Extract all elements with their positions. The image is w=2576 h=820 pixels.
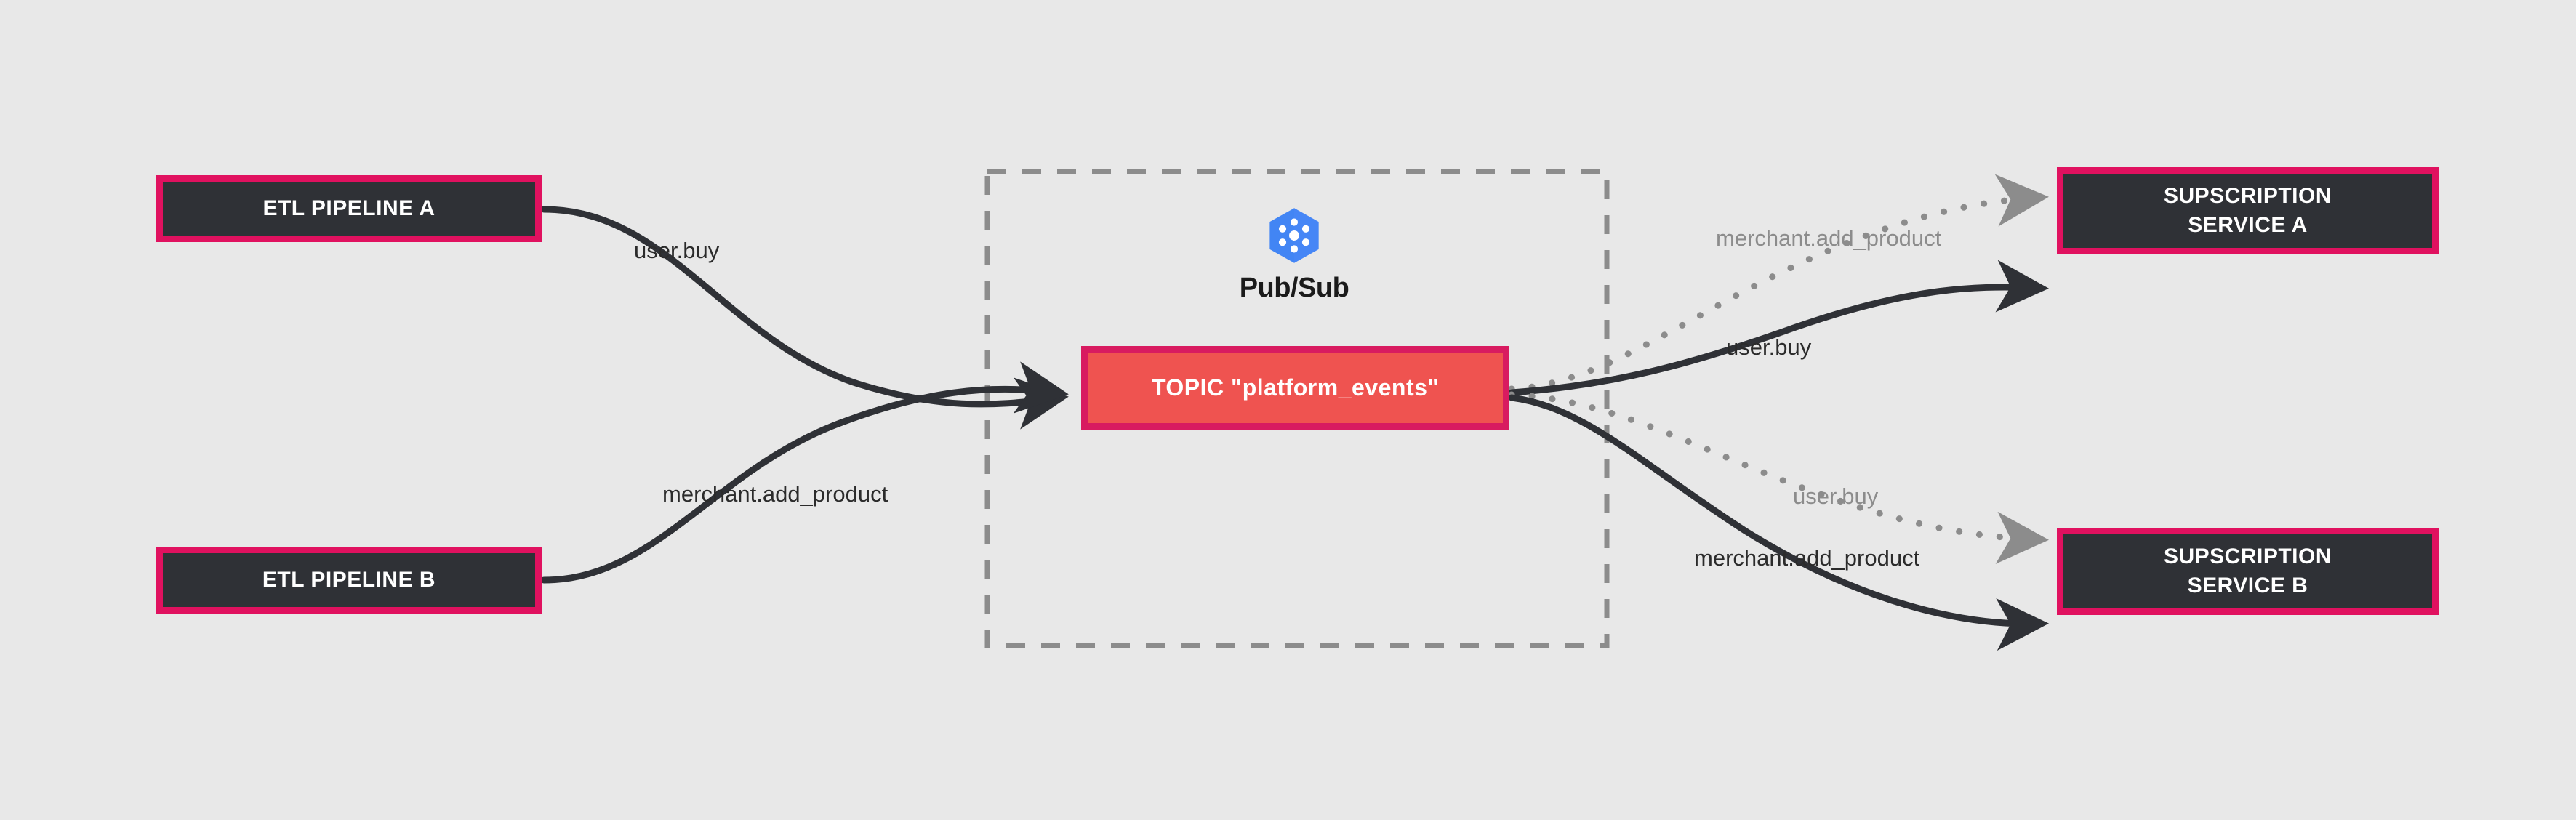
node-topic-label: TOPIC "platform_events" <box>1151 374 1440 401</box>
pubsub-boundary <box>984 169 1610 648</box>
edge-etl-a-to-topic <box>540 206 1069 430</box>
edge-topic-to-sub-b-dotted <box>1508 391 2049 564</box>
edge-label-topic-to-sub-a-dotted: merchant.add_product <box>1716 225 1942 251</box>
edge-etl-b-to-topic <box>540 361 1069 584</box>
node-subscription-service-b-label: SUPSCRIPTION SERVICE B <box>2163 544 2332 598</box>
pubsub-title: Pub/Sub <box>1239 273 1349 303</box>
edge-topic-to-sub-a-solid <box>1508 260 2049 396</box>
edge-label-topic-to-sub-a-solid: user.buy <box>1726 334 1812 360</box>
edge-label-etl-a-to-topic: user.buy <box>634 238 720 263</box>
edge-label-topic-to-sub-b-dotted: user.buy <box>1793 483 1879 509</box>
node-etl-pipeline-b[interactable]: ETL PIPELINE B <box>156 547 542 614</box>
node-topic-platform-events[interactable]: TOPIC "platform_events" <box>1081 346 1509 430</box>
edge-label-topic-to-sub-b-solid: merchant.add_product <box>1694 545 1920 571</box>
google-cloud-pubsub-icon <box>1269 208 1319 263</box>
node-etl-pipeline-a[interactable]: ETL PIPELINE A <box>156 175 542 242</box>
node-subscription-service-b[interactable]: SUPSCRIPTION SERVICE B <box>2057 528 2439 615</box>
node-subscription-service-a-label: SUPSCRIPTION SERVICE A <box>2163 183 2332 238</box>
node-subscription-service-a[interactable]: SUPSCRIPTION SERVICE A <box>2057 167 2439 254</box>
pubsub-brand: Pub/Sub <box>1196 206 1392 322</box>
node-etl-pipeline-b-label: ETL PIPELINE B <box>262 567 436 592</box>
edge-topic-to-sub-b-solid <box>1508 394 2049 651</box>
node-etl-pipeline-a-label: ETL PIPELINE A <box>262 196 436 220</box>
edge-label-etl-b-to-topic: merchant.add_product <box>662 481 888 507</box>
